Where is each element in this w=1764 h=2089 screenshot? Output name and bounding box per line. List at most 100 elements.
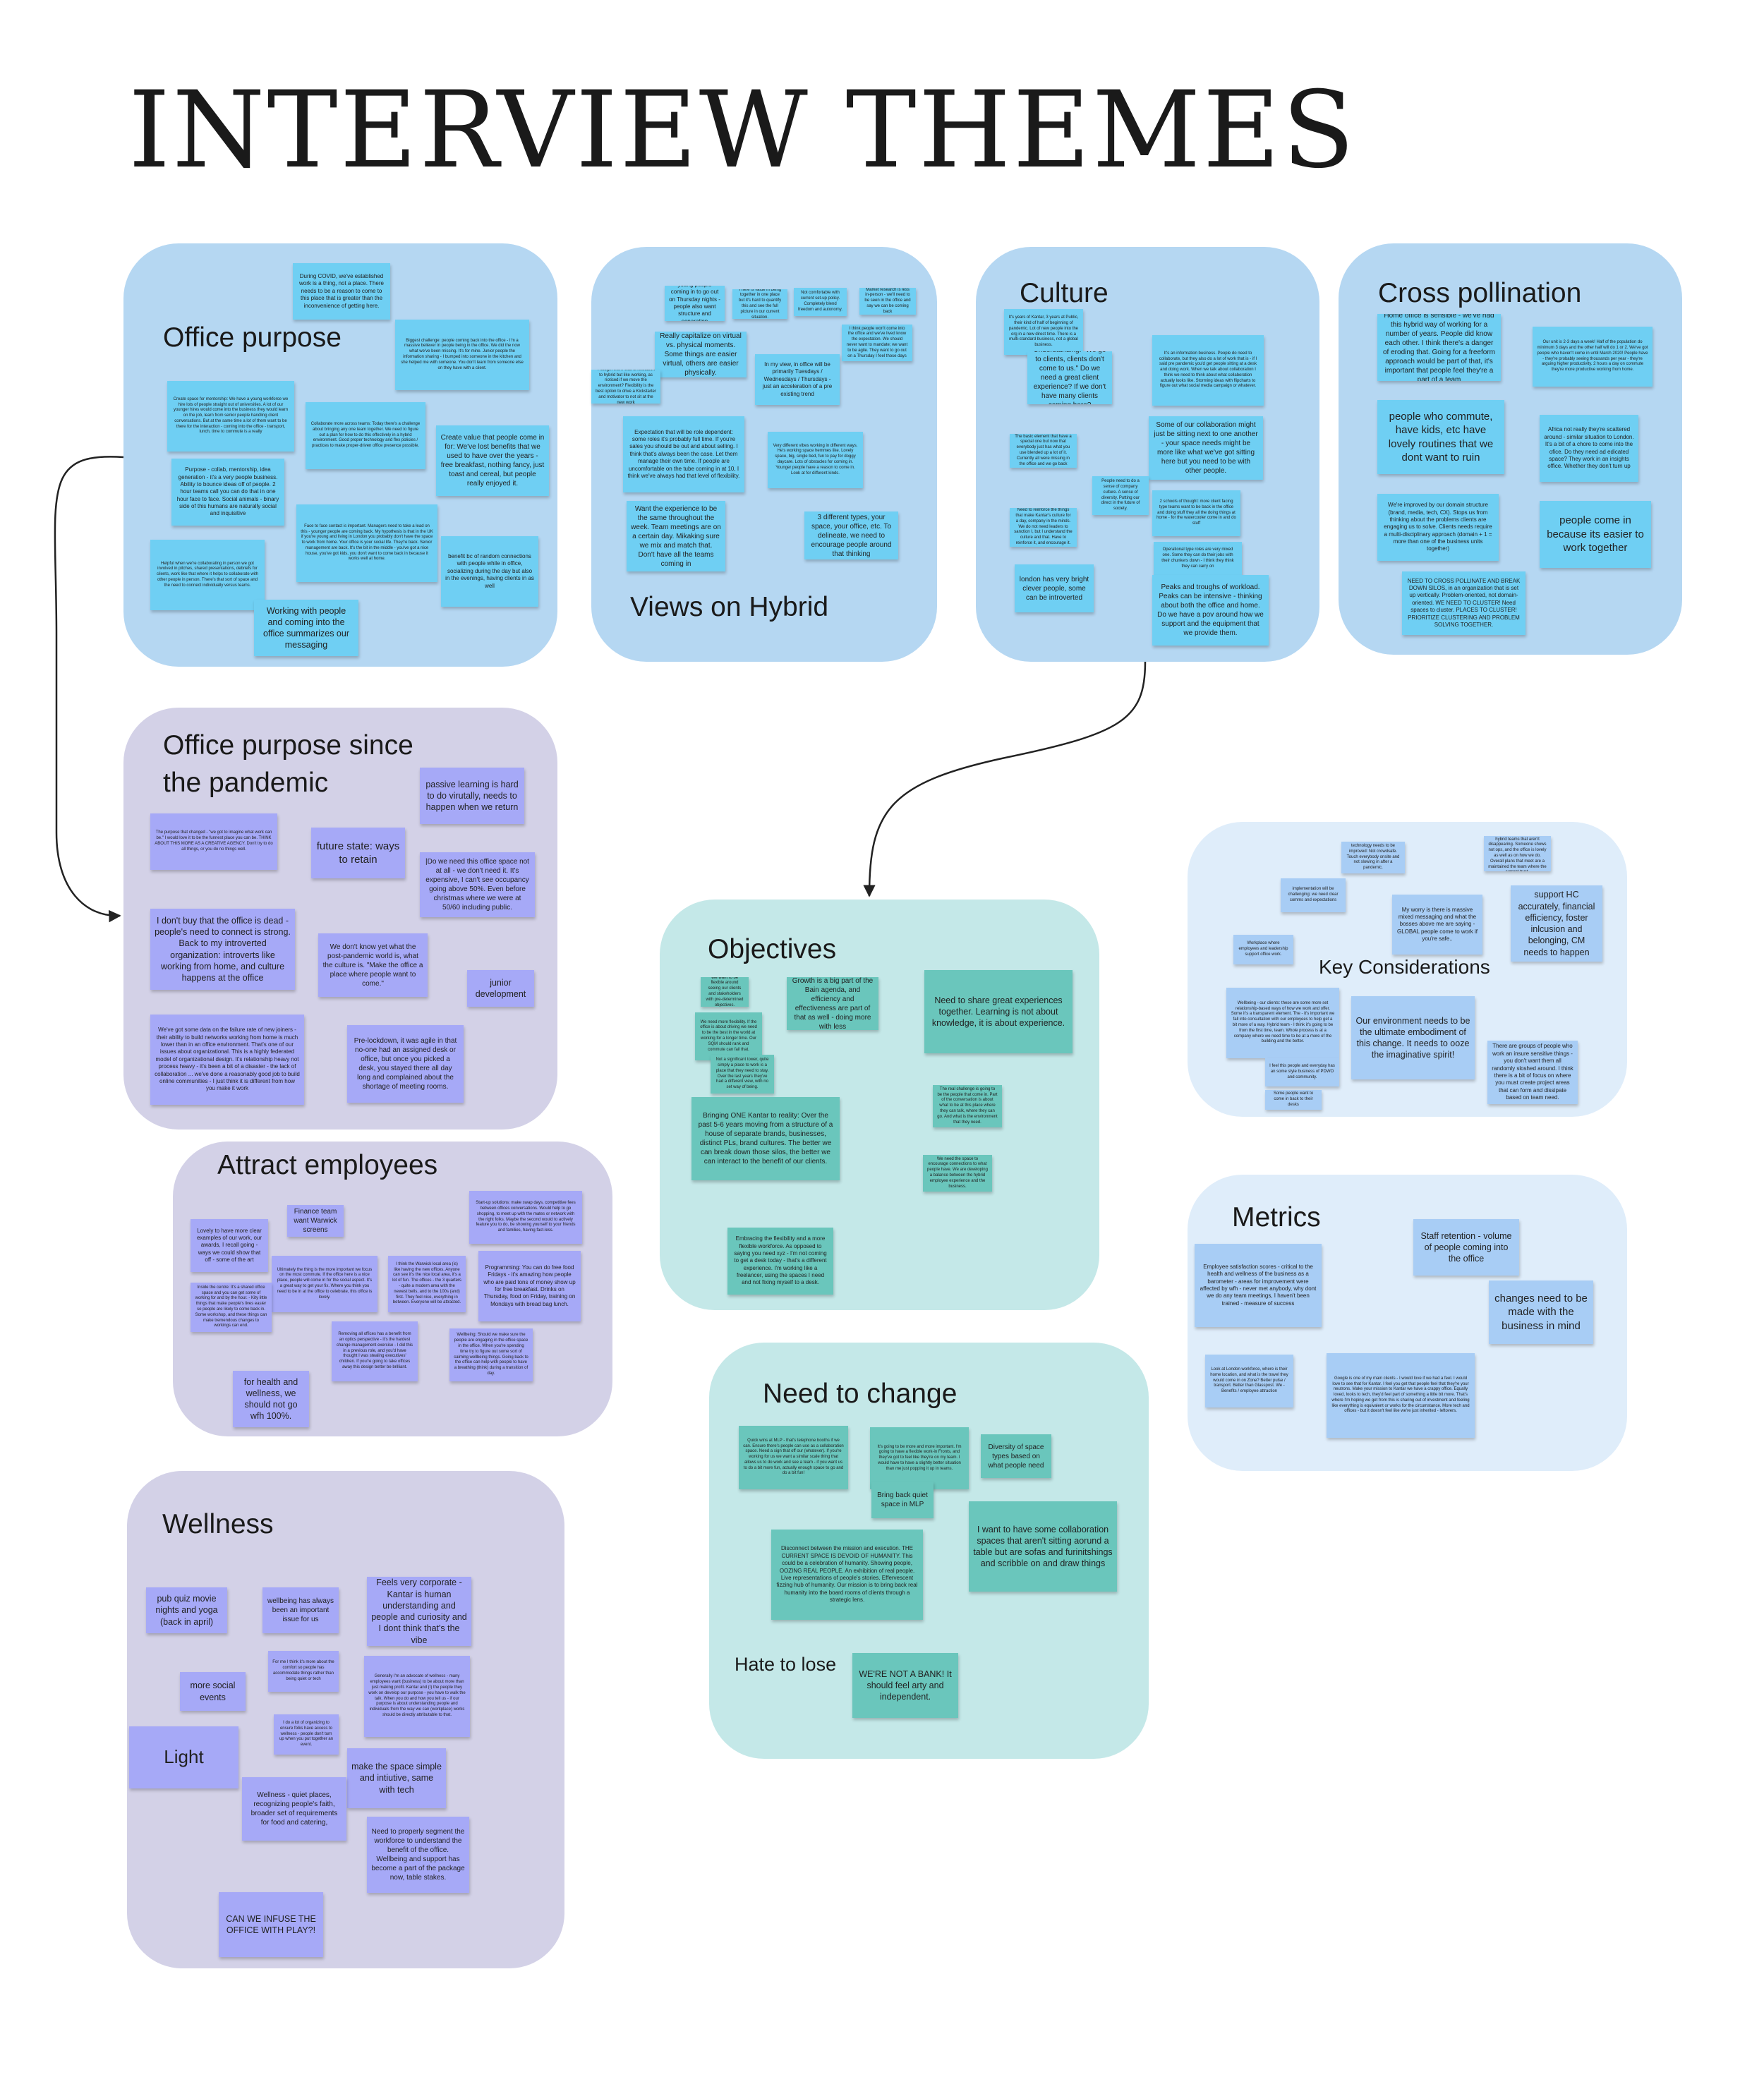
sticky-note[interactable]: CAN WE INFUSE THE OFFICE WITH PLAY?! [219,1892,323,1957]
sticky-note[interactable]: Expectation that will be role dependent:… [623,416,744,492]
sticky-note[interactable]: Bring back quiet space in MLP [871,1482,934,1518]
sticky-note[interactable]: implementation will be challenging: we n… [1281,878,1346,912]
sticky-note[interactable]: We're improved by our domain structure (… [1377,494,1499,561]
sticky-note[interactable]: Working with people and coming into the … [254,600,358,656]
sticky-note[interactable]: Create value that people come in for: We… [436,425,549,496]
sticky-note[interactable]: Our environment needs to be the ultimate… [1351,996,1475,1079]
sticky-note[interactable]: There are groups of people who work an i… [1487,1041,1578,1104]
sticky-note[interactable]: Lovely to have more clear examples of ou… [191,1219,268,1272]
sticky-note[interactable]: The real challenge is going to be the pe… [933,1085,1002,1127]
sticky-note[interactable]: Understanding: "We go to clients, client… [1027,351,1112,404]
sticky-note[interactable]: I feel this people and everyday has an s… [1265,1058,1339,1086]
sticky-note[interactable]: Not comfortable with current set-up poli… [794,288,847,316]
sticky-note[interactable]: pub quiz movie nights and yoga (back in … [146,1587,227,1633]
sticky-note[interactable]: NEED TO CROSS POLLINATE AND BREAK DOWN S… [1402,571,1526,635]
sticky-note[interactable]: We don't know yet what the post-pandemic… [318,933,428,997]
sticky-note[interactable]: 2 schools of thought: more client facing… [1152,490,1240,536]
sticky-note[interactable]: Start-up solutions: make swap days, comp… [469,1191,582,1244]
sticky-note[interactable]: WE'RE NOT A BANK! It should feel arty an… [852,1653,958,1718]
sticky-note[interactable]: Biggest challenge: people coming back in… [395,320,529,390]
sticky-note[interactable]: Look at London workforce, where is their… [1205,1355,1293,1407]
sticky-note[interactable]: Very different vibes working in differen… [768,432,863,488]
sticky-note[interactable]: Create space for mentorship: We have a y… [167,381,294,452]
sticky-note[interactable]: passive learning is hard to do virutally… [420,768,524,824]
sticky-note[interactable]: Workplace where employees and leadership… [1233,935,1293,964]
sticky-note[interactable]: Programming: You can do free food Friday… [478,1251,581,1321]
sticky-note[interactable]: Embracing the flexibility and a more fle… [727,1228,833,1295]
sticky-note[interactable]: Purpose - collab, mentorship, idea gener… [171,459,284,526]
sticky-note[interactable]: Pre-lockdown, it was agile in that no-on… [347,1025,464,1103]
sticky-note[interactable]: Disconnect between the mission and execu… [771,1530,923,1620]
sticky-note[interactable]: In my view, in office will be primarily … [755,354,840,405]
sticky-note[interactable]: Bringing ONE Kantar to reality: Over the… [691,1097,840,1180]
sticky-note[interactable]: for health and wellness, we should not g… [233,1371,309,1427]
sticky-note[interactable]: Some people want to come in back to thei… [1265,1090,1322,1110]
sticky-note[interactable]: We want to be flexible around seeing our… [701,977,749,1007]
sticky-note[interactable]: Need to properly segment the workforce t… [367,1817,469,1893]
sticky-note[interactable]: Home office is sensible - we've had this… [1377,314,1501,381]
sticky-note[interactable]: It's an information business. People do … [1152,335,1264,406]
sticky-note[interactable]: Diversity of space types based on what p… [981,1434,1051,1478]
sticky-note[interactable]: Cultural change: there are long hybrid t… [1484,836,1551,871]
sticky-note[interactable]: 3 different types, your space, your offi… [804,511,898,559]
sticky-note[interactable]: changes need to be made with the busines… [1489,1280,1593,1344]
sticky-note[interactable]: junior development [467,970,534,1007]
sticky-note[interactable]: Wellbeing - our clients: these are some … [1226,988,1339,1058]
sticky-note[interactable]: Operational type roles are very mixed on… [1154,542,1242,576]
sticky-note[interactable]: Employee satisfaction scores - critical … [1195,1244,1322,1327]
sticky-note[interactable]: Some of our collaboration might just be … [1149,416,1263,480]
sticky-note[interactable]: Feels very corporate - Kantar is human u… [367,1577,471,1646]
sticky-note[interactable]: people who commute, have kids, etc have … [1377,400,1504,474]
sticky-note[interactable]: Thought there was a hesitation to hybrid… [591,370,660,404]
sticky-note[interactable]: Need to reinforce the things that make K… [1010,508,1077,547]
sticky-note[interactable]: Wellbeing: Should we make sure the peopl… [449,1328,533,1381]
sticky-note[interactable]: Light [129,1726,238,1788]
sticky-note[interactable]: Need to share great experiences together… [924,970,1073,1053]
sticky-note[interactable]: london has very bright clever people, so… [1015,564,1094,612]
sticky-note[interactable]: Collaborate more across teams: Today the… [306,402,425,469]
sticky-note[interactable]: Helpful when we're collaborating in pers… [150,540,265,610]
sticky-note[interactable]: It's going to be more and more important… [870,1427,969,1489]
sticky-note[interactable]: I think people won't come into the offic… [842,325,912,361]
sticky-note[interactable]: I don't buy that the office is dead - pe… [150,909,295,990]
sticky-note[interactable]: We've got some data on the failure rate … [150,1015,304,1105]
sticky-note[interactable]: For me I think it's more about the comfo… [268,1651,339,1692]
sticky-note[interactable]: Inside the centre: It's a shared office … [191,1283,272,1332]
sticky-note[interactable]: Peaks and troughs of workload. Peaks can… [1152,575,1269,646]
sticky-note[interactable]: People need to do a sense of company cul… [1092,476,1149,515]
sticky-note[interactable]: My worry is there is massive mixed messa… [1392,895,1482,955]
sticky-note[interactable]: Want the experience to be the same throu… [627,501,725,571]
sticky-note[interactable]: It's years of Kantar, 3 years at Public,… [1004,309,1083,355]
sticky-note[interactable]: Generally I'm an advocate of wellness - … [364,1656,470,1737]
sticky-note[interactable]: Quick wins at MLP - that's telephone boo… [739,1426,848,1489]
sticky-note[interactable]: Staff retention - volume of people comin… [1413,1219,1519,1276]
sticky-note[interactable]: people come in because its easier to wor… [1540,501,1651,568]
sticky-note[interactable]: Finance team want Warwick screens [287,1205,344,1237]
sticky-note[interactable]: Face to face contact is important. Manag… [296,504,437,582]
sticky-note[interactable]: benefit bc of random connections with pe… [441,536,538,607]
sticky-note[interactable]: Wellness - quiet places, recognizing peo… [242,1777,346,1841]
sticky-note[interactable]: I think the Warwick local area (is) like… [388,1256,466,1312]
sticky-note[interactable]: Really capitalize on virtual vs. physica… [655,332,747,377]
sticky-note[interactable]: The purpose that changed - "we got to im… [150,813,277,870]
sticky-note[interactable]: technology needs to be improved: Not cro… [1341,842,1405,873]
sticky-note[interactable]: During COVID, we've established work is … [293,263,390,320]
sticky-note[interactable]: wellbeing has always been an important i… [262,1587,339,1633]
sticky-note[interactable]: Not a significant tower, quite simply a … [711,1055,774,1094]
sticky-note[interactable]: There is value in being together in one … [732,289,787,319]
sticky-note[interactable]: Growth is a big part of the Bain agenda,… [787,977,878,1030]
sticky-note[interactable]: Market research is less in-person - we'l… [859,288,916,315]
sticky-note[interactable]: We need more flexibility. If the office … [695,1012,762,1060]
sticky-note[interactable]: future state: ways to retain [311,828,405,878]
sticky-note[interactable]: young people coming in to go out on Thur… [665,286,725,321]
sticky-note[interactable]: |Do we need this office space not at all… [420,852,535,917]
sticky-note[interactable]: Removing all offices has a benefit from … [332,1321,418,1381]
sticky-note[interactable]: I want to have some collaboration spaces… [969,1501,1117,1592]
sticky-note[interactable]: more social events [180,1672,246,1711]
sticky-note[interactable]: Our unit is 2-3 days a week! Half of the… [1533,327,1653,387]
sticky-note[interactable]: The basic element that have a special on… [1010,434,1077,468]
sticky-note[interactable]: We need the space to encourage connectio… [923,1155,992,1192]
sticky-note[interactable]: Africa not really they're scattered arou… [1540,415,1638,482]
sticky-note[interactable]: I do a lot of organizing to ensure folks… [274,1714,339,1755]
sticky-note[interactable]: support HC accurately, financial efficie… [1511,885,1602,962]
